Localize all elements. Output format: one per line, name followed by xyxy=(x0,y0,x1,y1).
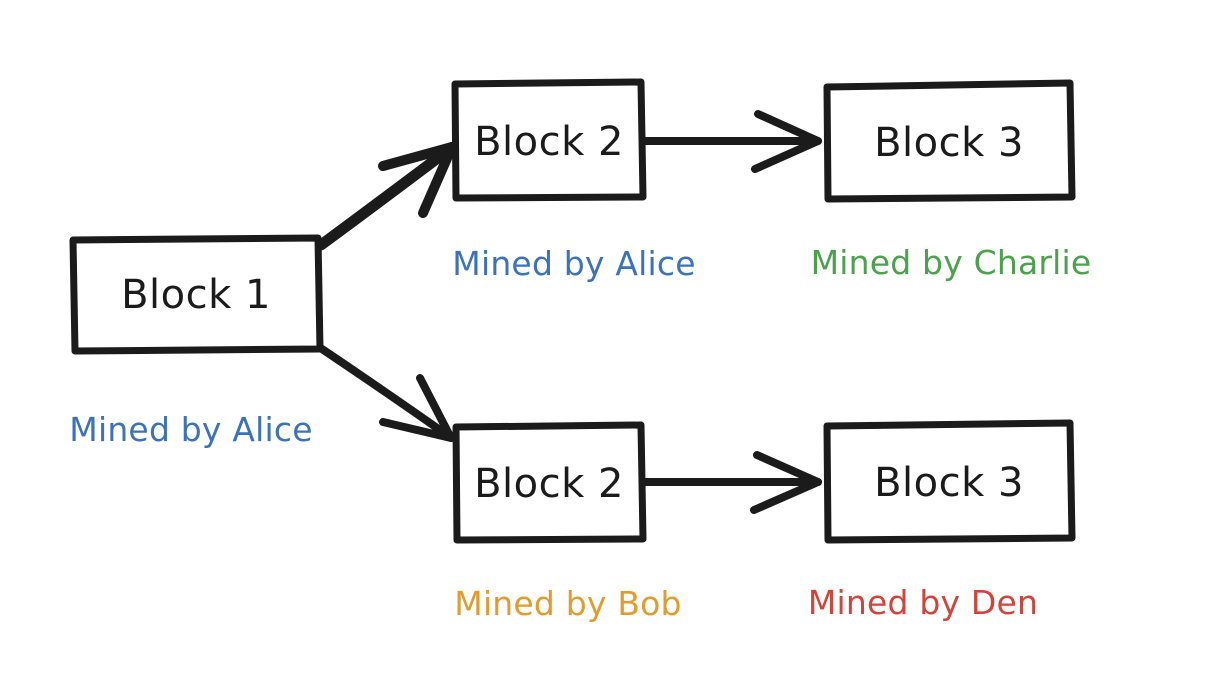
miner-label-block-2-bottom: Mined by Bob xyxy=(454,584,681,623)
arrow-shaft xyxy=(315,142,457,251)
block-2-top-border xyxy=(451,78,647,202)
arrow-head-barb-upper xyxy=(753,451,822,486)
block-3-bottom-node[interactable]: Block 3 xyxy=(823,419,1076,544)
block-3-top-border xyxy=(823,79,1076,203)
miner-label-block-1: Mined by Alice xyxy=(69,410,312,449)
block-3-top-node[interactable]: Block 3 xyxy=(823,79,1076,203)
arrow-head-barb-lower xyxy=(379,418,455,442)
block-3-top-label: Block 3 xyxy=(874,120,1024,166)
block-3-bottom-border xyxy=(823,419,1076,544)
block-2-top-node[interactable]: Block 2 xyxy=(451,78,647,202)
arrow-head-barb-upper xyxy=(378,142,457,171)
block-1-label: Block 1 xyxy=(121,272,271,318)
arrow-head-barb-upper xyxy=(416,374,455,442)
arrow-block1-to-block2-top[interactable] xyxy=(315,142,457,251)
block-2-top-label: Block 2 xyxy=(474,119,624,165)
arrow-block1-to-block2-bottom[interactable] xyxy=(318,345,455,442)
arrow-head-barb-lower xyxy=(750,478,822,514)
miner-label-block-3-top: Mined by Charlie xyxy=(811,243,1092,282)
block-2-bottom-border xyxy=(452,421,647,544)
block-2-bottom-label: Block 2 xyxy=(474,461,624,507)
arrow-shaft xyxy=(318,345,454,441)
arrow-head-barb-lower xyxy=(751,137,822,173)
arrow-block2-bottom-to-block3-bottom[interactable] xyxy=(641,451,822,514)
arrow-head-barb-upper xyxy=(754,110,822,145)
block-2-bottom-node[interactable]: Block 2 xyxy=(452,421,647,544)
miner-label-block-2-top: Mined by Alice xyxy=(452,244,695,283)
arrow-block2-top-to-block3-top[interactable] xyxy=(641,110,822,173)
block-3-bottom-label: Block 3 xyxy=(874,460,1024,506)
miner-label-block-3-bottom: Mined by Den xyxy=(808,583,1038,622)
arrow-head-barb-lower xyxy=(418,142,457,218)
block-1-node[interactable]: Block 1 xyxy=(69,234,324,355)
